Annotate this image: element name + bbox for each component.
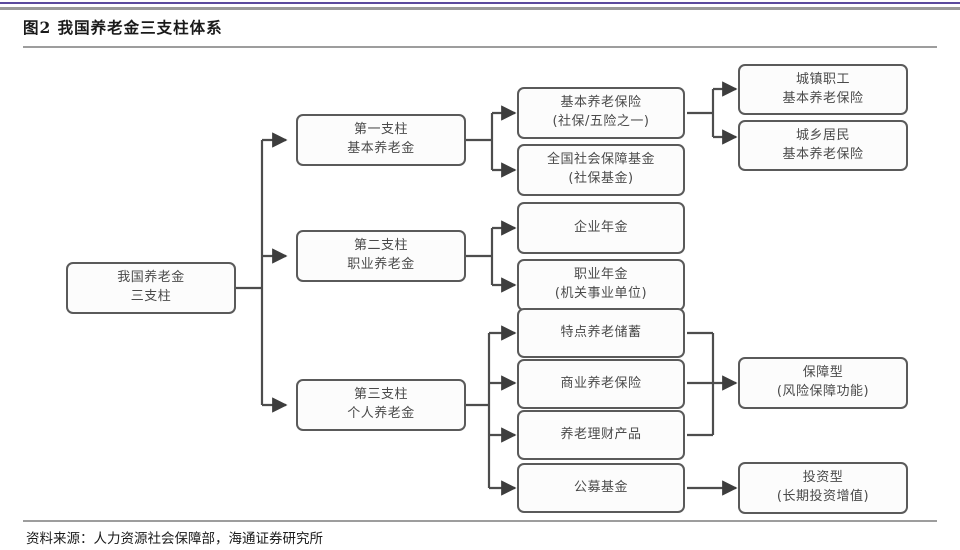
node-public-funds[interactable]: 公募基金: [517, 463, 685, 513]
node-pillar-3[interactable]: 第三支柱 个人养老金: [296, 379, 466, 431]
node-pillar-1-line2: 基本养老金: [347, 141, 415, 156]
node-occupational-annuity[interactable]: 职业年金 (机关事业单位): [517, 259, 685, 311]
node-pillar-3-line1: 第三支柱: [353, 387, 408, 403]
node-investment-type[interactable]: 投资型 (长期投资增值): [738, 462, 908, 514]
node-investment-type-line2: (长期投资增值): [776, 489, 870, 504]
footer-divider: [23, 520, 937, 522]
node-protection-type-line1: 保障型: [802, 365, 844, 381]
node-enterprise-annuity-line1: 企业年金: [573, 219, 628, 235]
node-occupational-annuity-line2: (机关事业单位): [554, 286, 648, 301]
node-pillar-2-line2: 职业养老金: [347, 257, 415, 272]
node-basic-pension-insurance[interactable]: 基本养老保险 (社保/五险之一): [517, 87, 685, 139]
node-national-ssf-line1: 全国社会保障基金: [546, 152, 655, 168]
connector-layer: [236, 81, 738, 496]
node-public-funds-line1: 公募基金: [573, 479, 628, 495]
node-pillar-2[interactable]: 第二支柱 职业养老金: [296, 230, 466, 282]
node-national-ssf[interactable]: 全国社会保障基金 (社保基金): [517, 144, 685, 196]
node-special-pension-savings-line1: 特点养老储蓄: [560, 324, 642, 340]
node-enterprise-annuity[interactable]: 企业年金: [517, 202, 685, 254]
node-urban-rural-resident[interactable]: 城乡居民 基本养老保险: [738, 120, 908, 171]
node-urban-employee-line1: 城镇职工: [795, 71, 850, 87]
node-urban-rural-resident-line2: 基本养老保险: [782, 146, 864, 162]
node-pillar-3-line2: 个人养老金: [347, 406, 415, 421]
node-pillar-2-line1: 第二支柱: [353, 238, 408, 254]
header-rule: [0, 7, 960, 10]
node-pillar-1[interactable]: 第一支柱 基本养老金: [296, 114, 466, 166]
node-national-ssf-line2: (社保基金): [568, 171, 634, 186]
node-root-line2: 三支柱: [130, 289, 172, 304]
accent-rule: [0, 2, 960, 4]
source-note: 资料来源：人力资源社会保障部，海通证券研究所: [26, 531, 323, 547]
title-divider: [23, 46, 937, 48]
node-commercial-insurance[interactable]: 商业养老保险: [517, 359, 685, 409]
node-investment-type-line1: 投资型: [802, 470, 844, 486]
node-root-line1: 我国养老金: [117, 270, 185, 286]
diagram-canvas: 我国养老金 三支柱 第一支柱 基本养老金 第二支柱 职业养老金 第三支柱 个人养…: [0, 50, 960, 518]
node-protection-type-line2: (风险保障功能): [776, 384, 870, 399]
node-urban-employee[interactable]: 城镇职工 基本养老保险: [738, 64, 908, 115]
node-urban-employee-line2: 基本养老保险: [782, 90, 864, 106]
node-basic-pension-insurance-line2: (社保/五险之一): [552, 114, 650, 129]
node-commercial-insurance-line1: 商业养老保险: [560, 375, 642, 391]
node-occupational-annuity-line1: 职业年金: [573, 267, 628, 283]
node-basic-pension-insurance-line1: 基本养老保险: [560, 95, 642, 111]
figure-title: 图2 我国养老金三支柱体系: [23, 18, 223, 37]
node-pension-wealth-products[interactable]: 养老理财产品: [517, 410, 685, 460]
node-pillar-1-line1: 第一支柱: [353, 122, 408, 138]
node-special-pension-savings[interactable]: 特点养老储蓄: [517, 308, 685, 358]
node-urban-rural-resident-line1: 城乡居民: [795, 127, 850, 143]
node-pension-wealth-products-line1: 养老理财产品: [560, 426, 642, 442]
node-root[interactable]: 我国养老金 三支柱: [66, 262, 236, 314]
node-protection-type[interactable]: 保障型 (风险保障功能): [738, 357, 908, 409]
